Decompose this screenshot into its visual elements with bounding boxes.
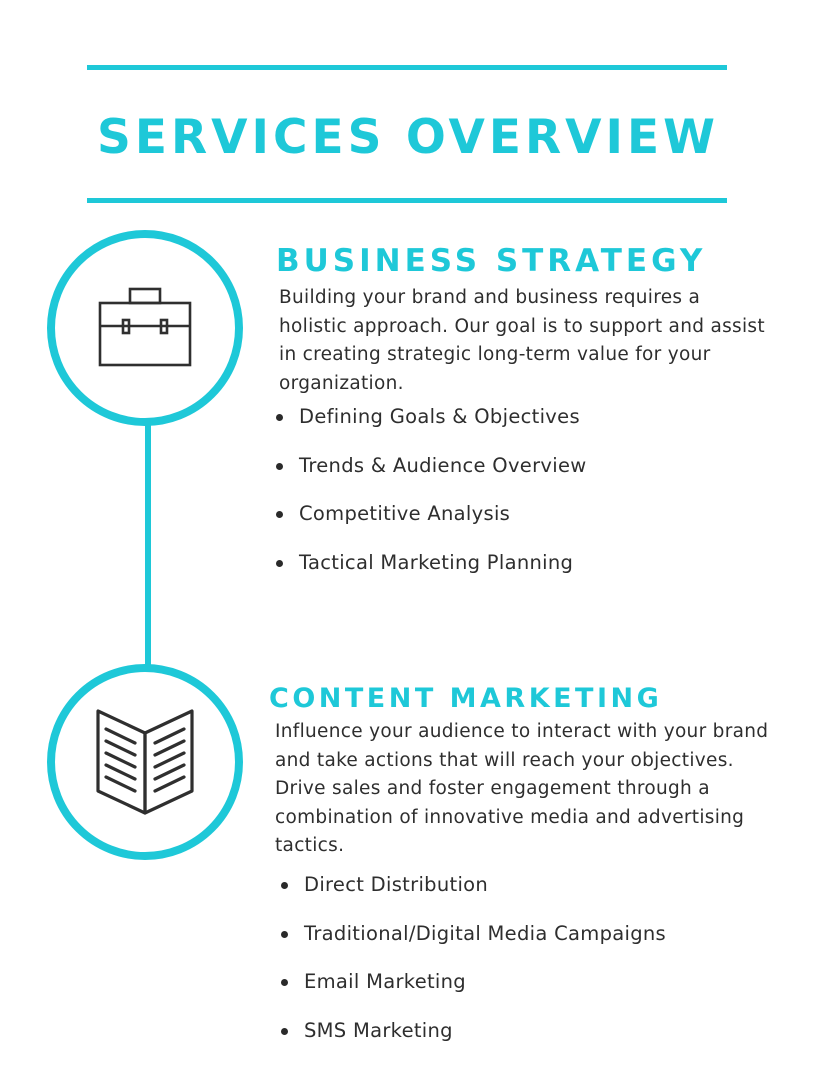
- list-item: Direct Distribution: [281, 872, 666, 921]
- list-item: SMS Marketing: [281, 1018, 666, 1067]
- title-bottom-rule: [87, 198, 727, 203]
- business-strategy-list: Defining Goals & Objectives Trends & Aud…: [276, 404, 587, 599]
- list-item: Competitive Analysis: [276, 501, 587, 550]
- content-marketing-circle: [47, 664, 243, 860]
- timeline-connector: [145, 420, 151, 666]
- briefcase-icon: [98, 287, 192, 367]
- business-strategy-circle: [47, 230, 243, 426]
- title-top-rule: [87, 65, 727, 70]
- section-heading-content-marketing: CONTENT MARKETING: [269, 683, 663, 714]
- content-marketing-list: Direct Distribution Traditional/Digital …: [281, 872, 666, 1067]
- content-marketing-description: Influence your audience to interact with…: [275, 721, 769, 856]
- section-heading-business-strategy: BUSINESS STRATEGY: [276, 243, 707, 279]
- list-item: Email Marketing: [281, 969, 666, 1018]
- list-item: Defining Goals & Objectives: [276, 404, 587, 453]
- page-title: SERVICES OVERVIEW: [97, 110, 719, 165]
- open-book-icon: [96, 709, 194, 815]
- business-strategy-description: Building your brand and business require…: [279, 287, 765, 394]
- list-item: Trends & Audience Overview: [276, 453, 587, 502]
- list-item: Tactical Marketing Planning: [276, 550, 587, 599]
- list-item: Traditional/Digital Media Campaigns: [281, 921, 666, 970]
